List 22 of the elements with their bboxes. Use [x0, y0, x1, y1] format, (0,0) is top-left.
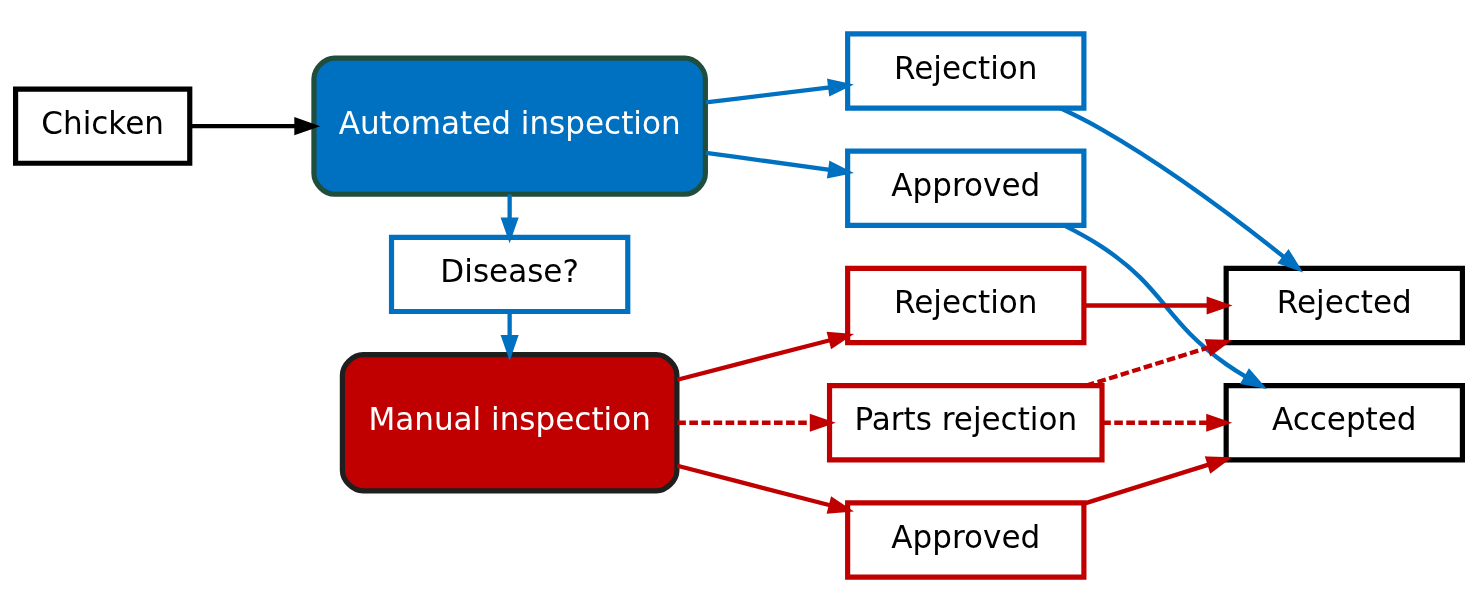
arrow [190, 116, 321, 135]
node-box: Approved [845, 148, 1087, 228]
arrow [705, 78, 854, 105]
node-box: Disease? [388, 234, 631, 314]
node-box: Parts rejection [826, 382, 1105, 462]
node-box: Rejection [845, 30, 1087, 111]
arrow [1084, 295, 1233, 315]
arrow [677, 413, 836, 432]
arrow [705, 150, 854, 179]
node-box: Chicken [13, 86, 193, 166]
arrow [500, 193, 519, 243]
arrow [1083, 455, 1233, 506]
arrow [676, 463, 854, 514]
node-box: Accepted [1223, 382, 1465, 462]
node-box: Automated inspection [311, 54, 708, 197]
node-box: Rejected [1223, 265, 1465, 345]
arrow [676, 331, 854, 382]
node-box: Rejection [845, 265, 1087, 345]
arrow [1102, 413, 1233, 432]
node-box: Approved [845, 499, 1087, 580]
node-box: Manual inspection [339, 351, 680, 493]
arrow [500, 311, 519, 361]
